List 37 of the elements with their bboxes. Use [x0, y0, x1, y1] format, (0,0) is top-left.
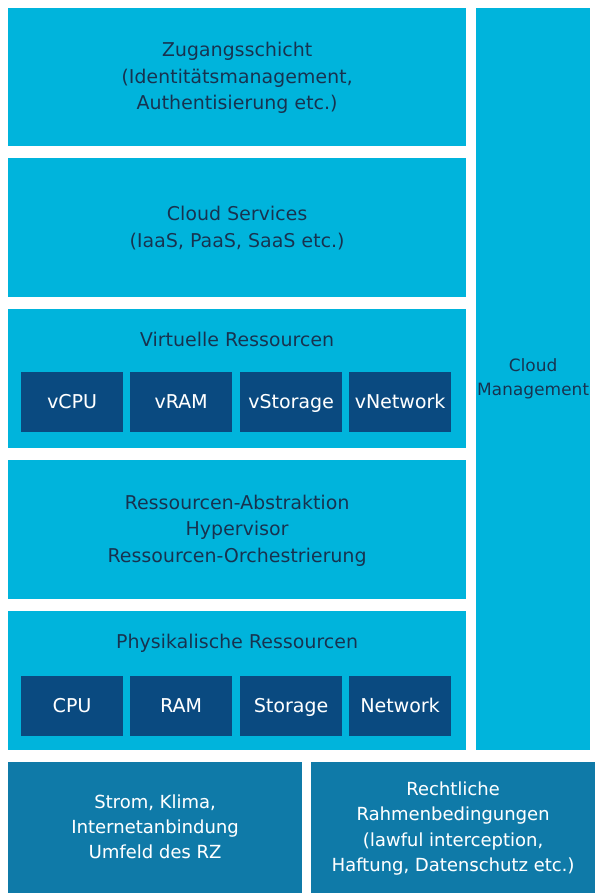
- layer-label: Rechtliche Rahmenbedingungen: [355, 778, 551, 828]
- layer-label: Storage: [254, 694, 328, 719]
- layer-label: (Identitätsmanagement, Authentisierung etc.): [120, 64, 354, 116]
- foundation-box: [311, 762, 595, 893]
- layer-label: Cloud Management: [477, 355, 589, 402]
- layer-label: Ressourcen-Abstraktion: [124, 490, 350, 516]
- resource-box: [240, 372, 342, 432]
- resource-box: [21, 676, 123, 736]
- layer-label: Ressourcen-Orchestrierung: [107, 544, 367, 569]
- layer-label: vCPU: [47, 390, 97, 415]
- layer-band: [8, 460, 466, 599]
- resource-box: [21, 372, 123, 432]
- layer-label: Cloud Services: [166, 202, 308, 227]
- layer-label: Network: [360, 694, 440, 719]
- layer-label: vNetwork: [354, 390, 446, 415]
- foundation-box: [8, 762, 302, 893]
- layer-label: Strom, Klima, Internetanbindung Umfeld des RZ: [70, 790, 240, 866]
- layer-band: [476, 8, 590, 750]
- layer-band: [8, 611, 466, 750]
- layer-label: vRAM: [154, 390, 208, 415]
- resource-box: [130, 676, 232, 736]
- resource-box: [349, 372, 451, 432]
- layer-band: [8, 158, 466, 297]
- layer-band: [8, 309, 466, 448]
- layer-label: RAM: [160, 694, 202, 719]
- layer-label: Virtuelle Ressourcen: [140, 328, 334, 353]
- resource-box: [130, 372, 232, 432]
- resource-box: [349, 676, 451, 736]
- layer-label: Zugangsschicht: [162, 38, 312, 64]
- layer-label: Physikalische Ressourcen: [116, 630, 358, 655]
- layer-label: CPU: [52, 694, 92, 719]
- layer-label: (lawful interception, Haftung, Datenschutz etc.): [330, 828, 576, 878]
- layer-label: Hypervisor: [186, 517, 288, 542]
- resource-box: [240, 676, 342, 736]
- layer-label: (IaaS, PaaS, SaaS etc.): [130, 228, 344, 254]
- layer-band: [8, 8, 466, 146]
- layer-label: vStorage: [248, 390, 334, 415]
